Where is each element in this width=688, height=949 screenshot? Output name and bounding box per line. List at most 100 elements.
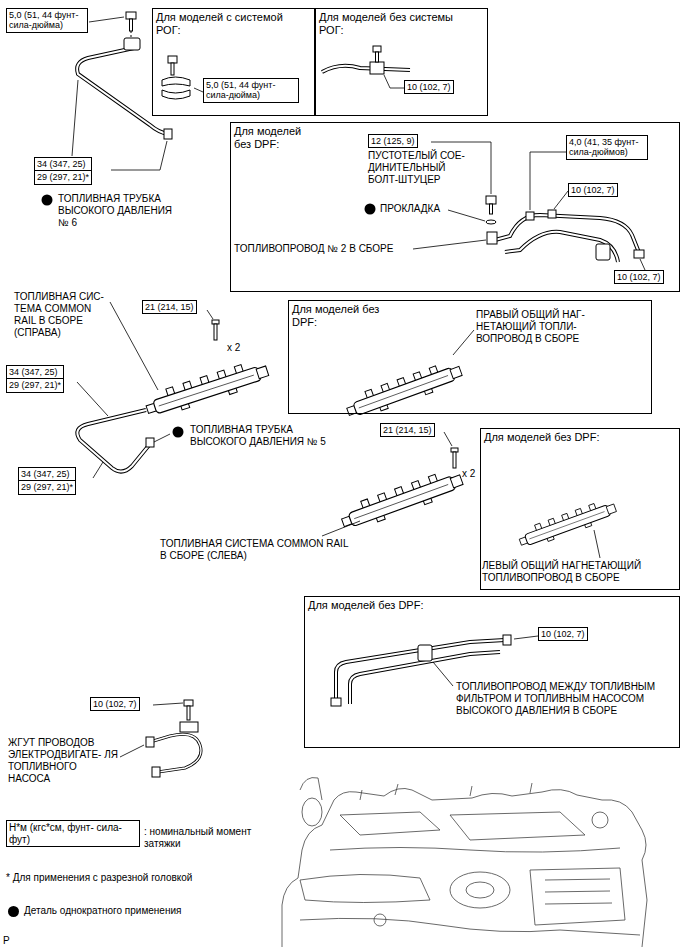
fuel-pipe-2 <box>486 196 644 262</box>
torque-value: 29 (297, 21)* <box>37 172 89 182</box>
variant-panel: Для моделей без DPF: <box>288 300 652 414</box>
part-label: ТОПЛИВНАЯ СИСТЕМА COMMON RAIL В СБОРЕ (С… <box>160 538 350 562</box>
leader-line <box>640 259 645 270</box>
pump-harness <box>146 737 154 747</box>
quantity-note: P <box>3 935 10 947</box>
leader-line <box>530 152 566 210</box>
clamp-parts <box>171 63 174 75</box>
panel-heading: Для моделей без DPF: <box>292 303 392 329</box>
fuel-pipe-2 <box>505 232 618 262</box>
torque-value: 34 (347, 25) <box>35 159 91 171</box>
clamp-parts <box>162 56 203 99</box>
torque-value: 12 (125, 9) <box>371 136 415 146</box>
fuel-pipe-2 <box>487 232 497 244</box>
leader-line <box>110 302 158 390</box>
common-rail-left <box>338 467 465 534</box>
fuel-pipe-2 <box>548 210 556 218</box>
torque-box: 21 (214, 15) <box>142 300 197 314</box>
clamp-parts <box>373 46 381 52</box>
pump-harness <box>120 700 201 777</box>
engine-sketch <box>466 882 494 898</box>
part-label: ПУСТОТЕЛЫЙ СОЕ- ДИНИТЕЛЬНЫЙ БОЛТ-ШТУЦЕР <box>368 150 468 186</box>
leader-line <box>413 142 645 270</box>
leader-line <box>554 191 568 209</box>
torque-value: 21 (214, 15) <box>145 302 194 312</box>
common-rail-right <box>214 324 217 340</box>
common-rail-right <box>212 320 219 324</box>
engine-sketch <box>360 783 532 800</box>
pump-harness <box>150 734 201 772</box>
part-label: ТОПЛИВНАЯ ТРУБКА ВЫСОКОГО ДАВЛЕНИЯ № 6 <box>58 193 182 229</box>
panel-heading: Для моделей без DPF: <box>484 431 674 444</box>
torque-value: 10 (102, 7) <box>93 699 137 709</box>
engine-sketch <box>545 879 612 904</box>
fuel-pipe-2 <box>486 220 496 224</box>
pump-harness <box>153 703 183 705</box>
leader-line <box>89 17 124 22</box>
clamp-parts <box>168 56 177 63</box>
torque-box: 34 (347, 25)29 (297, 21)* <box>34 157 92 185</box>
torque-box: 10 (102, 7) <box>614 270 664 284</box>
engine-sketch <box>450 812 585 840</box>
part-label: ПРОКЛАДКА <box>380 203 440 215</box>
engine-sketch <box>300 918 640 935</box>
clamp-parts <box>162 90 190 99</box>
leader-line <box>77 302 213 478</box>
high-pressure-pipe-5 <box>77 410 150 472</box>
torque-value: Н*м (кгс*см, фунт- сила-фут) <box>9 822 137 845</box>
torque-value: 34 (347, 25) <box>19 469 75 481</box>
leader-line <box>77 382 108 416</box>
pump-harness <box>120 745 144 757</box>
clamp-parts <box>322 66 410 72</box>
common-rail-left <box>322 521 360 536</box>
high-pressure-pipe-5 <box>77 410 150 472</box>
part-label: ЖГУТ ПРОВОДОВ ЭЛЕКТРОДВИГАТЕ- ЛЯ ТОПЛИВН… <box>8 737 118 785</box>
part-label: ТОПЛИВОПРОВОД МЕЖДУ ТОПЛИВНЫМ ФИЛЬТРОМ И… <box>456 681 678 717</box>
single-use-mark <box>173 427 184 438</box>
high-pressure-pipe-5 <box>146 438 154 447</box>
pump-harness <box>150 734 201 772</box>
clamp-parts <box>322 46 410 88</box>
fuel-pipe-2 <box>505 232 618 262</box>
engine-sketch <box>330 848 620 853</box>
quantity-note: x 2 <box>462 468 475 480</box>
single-use-mark <box>365 204 376 215</box>
leader-line <box>72 80 78 156</box>
variant-panel: Для моделей без системы РОГ: 10 (102, 7) <box>315 8 488 116</box>
variant-panel: Для моделей с системой РОГ:5,0 (51, 44 ф… <box>152 8 315 116</box>
clamp-parts <box>384 75 404 88</box>
engine-sketch <box>530 868 625 925</box>
engine-sketch <box>282 788 647 947</box>
clamp-parts <box>376 52 379 62</box>
filter-to-pump-pipe <box>418 645 432 661</box>
leader-line <box>154 434 170 442</box>
engine-sketch <box>374 914 386 926</box>
fuel-pipe-2 <box>490 204 493 214</box>
torque-box: 5,0 (51, 44 фунт- сила-дюйма) <box>6 8 88 33</box>
leader-line <box>111 141 167 170</box>
clamp-parts <box>370 62 384 74</box>
torque-value: 21 (214, 15) <box>383 425 432 435</box>
torque-value: 4,0 (41, 35 фунт- сила-дюймов) <box>569 137 645 158</box>
engine-sketch <box>592 812 608 828</box>
panel-heading: Для моделей без системы РОГ: <box>319 11 474 37</box>
unit-legend-box: Н*м (кгс*см, фунт- сила-фут) <box>6 820 140 847</box>
high-pressure-pipe-5 <box>77 410 154 472</box>
part-label: ЛЕВЫЙ ОБЩИЙ НАГНЕТАЮЩИЙ ТОПЛИВОПРОВОД В … <box>482 560 674 584</box>
engine-sketch <box>300 874 430 902</box>
common-rail-left <box>453 452 456 468</box>
torque-box: 10 (102, 7) <box>538 627 588 641</box>
leader-line <box>93 462 103 478</box>
torque-value: 10 (102, 7) <box>407 82 451 92</box>
clamp-parts <box>194 88 203 92</box>
leader-line <box>207 310 213 319</box>
torque-box: 10 (102, 7) <box>404 80 454 94</box>
high-pressure-pipe-6 <box>130 19 133 31</box>
quantity-note: x 2 <box>227 342 240 354</box>
part-label: ТОПЛИВНАЯ ТРУБКА ВЫСОКОГО ДАВЛЕНИЯ № 5 <box>190 424 340 448</box>
torque-value: 5,0 (51, 44 фунт- сила-дюйма) <box>9 10 85 31</box>
engine-sketch <box>302 798 322 826</box>
filter-to-pump-pipe <box>433 662 453 686</box>
high-pressure-pipe-6 <box>77 48 168 134</box>
torque-box: 12 (125, 9) <box>368 134 418 148</box>
